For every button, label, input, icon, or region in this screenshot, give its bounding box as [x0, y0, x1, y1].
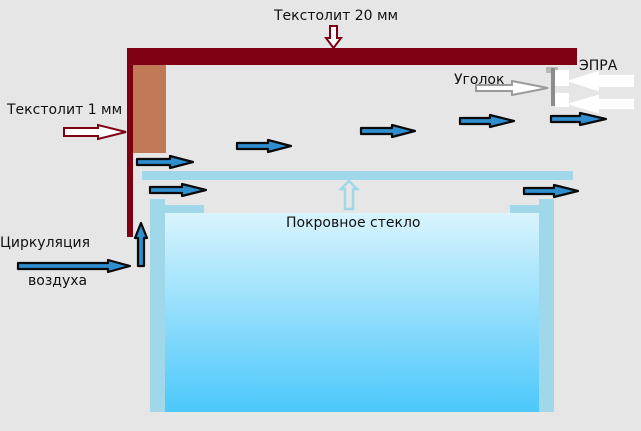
side-textolite-bar	[127, 48, 133, 237]
tank-right-wall	[539, 199, 554, 412]
ballast-block-top	[555, 70, 569, 86]
label-angle: Уголок	[454, 72, 505, 88]
label-circulation-line1: Циркуляция	[0, 235, 91, 251]
label-ballast: ЭПРА	[579, 58, 618, 74]
airflow-arrow-7	[522, 183, 580, 199]
top-textolite-bar	[127, 48, 577, 65]
airflow-arrow-intake	[16, 258, 132, 274]
label-cover-glass: Покровное стекло	[286, 215, 421, 231]
label-top-textolite: Текстолит 20 мм	[274, 8, 399, 24]
airflow-arrow-5	[458, 113, 516, 129]
water	[165, 213, 539, 412]
airflow-arrow-4	[359, 123, 417, 139]
airflow-arrow-1	[135, 154, 195, 170]
brown-block	[133, 65, 166, 153]
airflow-arrow-2	[148, 182, 208, 198]
pointer-arrow-side-textolite	[63, 123, 127, 141]
label-side-textolite: Текстолит 1 мм	[7, 102, 123, 118]
pointer-arrow-ballast-top	[566, 70, 634, 92]
pointer-arrow-top-textolite	[324, 25, 343, 50]
tank-left-ledge	[165, 205, 204, 213]
angle-bracket	[551, 68, 555, 106]
cover-glass	[142, 171, 573, 180]
pointer-arrow-angle	[475, 79, 549, 97]
pointer-arrow-ballast-bottom	[566, 94, 634, 114]
pointer-arrow-cover-glass	[337, 179, 361, 211]
airflow-arrows	[16, 111, 608, 274]
label-circulation-line2: воздуха	[28, 273, 88, 289]
airflow-arrow-3	[235, 138, 293, 154]
airflow-arrow-6	[549, 111, 608, 127]
tank-left-wall	[150, 199, 165, 412]
tank-right-ledge	[510, 205, 539, 213]
airflow-arrow-up	[133, 221, 149, 268]
ballast-block-bottom	[555, 93, 569, 107]
